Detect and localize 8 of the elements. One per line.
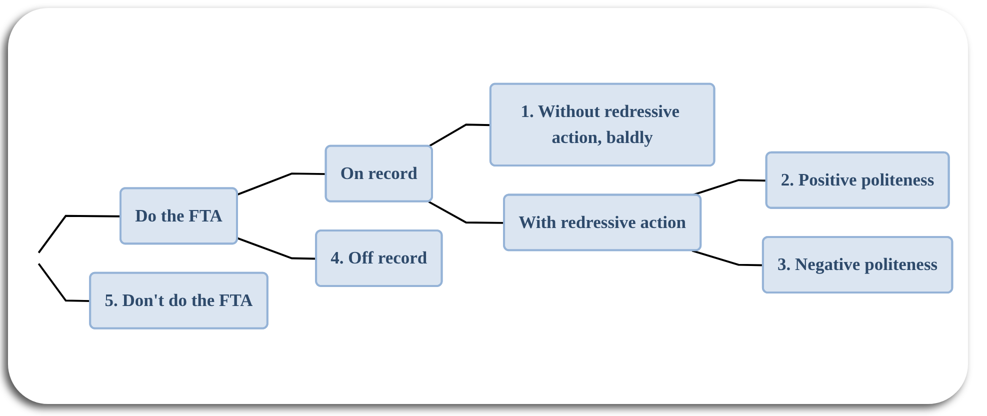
connector [237, 172, 326, 196]
connector [692, 179, 767, 196]
connector [38, 214, 122, 254]
connector [38, 263, 91, 302]
connector [428, 124, 491, 148]
connector [692, 250, 764, 266]
connector [237, 237, 317, 260]
connector [428, 200, 505, 224]
